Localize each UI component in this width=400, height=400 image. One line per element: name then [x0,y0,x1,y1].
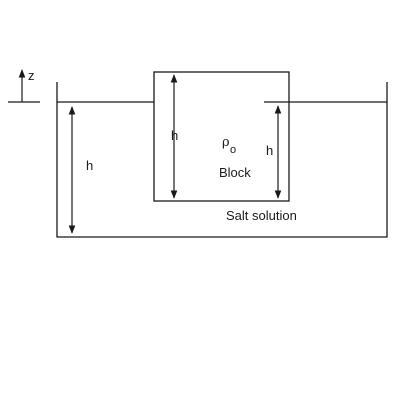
z-axis-label: z [28,68,35,83]
density-symbol: ρ [222,135,230,150]
block [153,71,290,202]
submerged-depth-label: h [266,143,273,158]
z-axis-indicator: z [8,68,40,103]
liquid-label: Salt solution [226,208,297,223]
block-label: Block [219,165,251,180]
tank-depth-label: h [86,158,93,173]
block-height-label: h [171,128,178,143]
tank-outline [56,82,388,238]
density-subscript: o [230,144,236,156]
